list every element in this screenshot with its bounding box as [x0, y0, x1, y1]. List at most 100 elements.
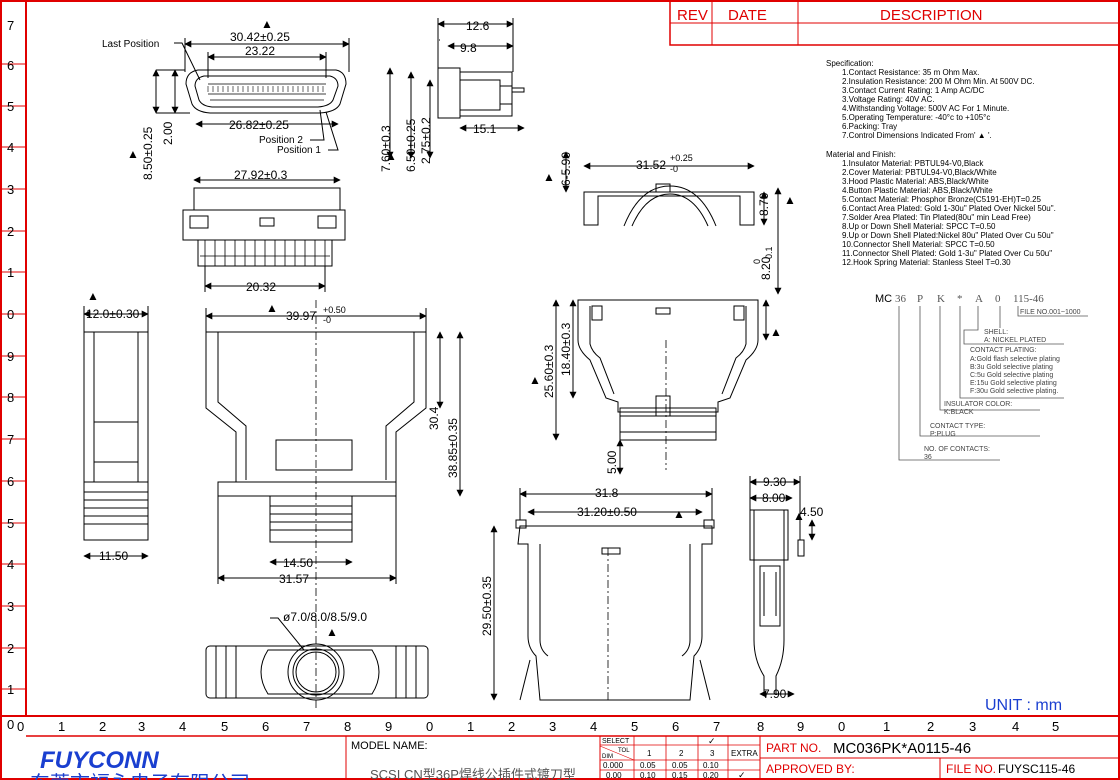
material-line: 8.Up or Down Shell Material: SPCC T=0.50	[842, 222, 996, 231]
spec-line: 4.Withstanding Voltage: 500V AC For 1 Mi…	[842, 104, 1009, 113]
control-dimension-marker: ▲	[784, 193, 796, 207]
dim-label: 39.97	[286, 309, 316, 323]
control-dimension-marker: ▲	[770, 325, 782, 339]
dim-label: 6.50±0.25	[404, 118, 418, 172]
spec-line: 7.Control Dimensions Indicated From' ▲ '…	[842, 131, 992, 140]
dim-label: 14.50	[283, 556, 313, 570]
ruler-bottom-label: 2	[508, 719, 515, 734]
specification-notes: Specification: 1.Contact Resistance: 35 …	[826, 59, 1056, 267]
ruler-left-label: 6	[7, 474, 14, 489]
part-code-segment: MC	[875, 293, 892, 305]
ruler-bottom-label: 1	[58, 719, 65, 734]
part-code-segment: P	[917, 293, 923, 305]
callout-label: Last Position	[102, 39, 159, 50]
spec-line: 1.Contact Resistance: 35 m Ohm Max.	[842, 68, 979, 77]
spec-line: 2.Insulation Resistance: 200 M Ohm Min. …	[842, 77, 1035, 86]
material-line: 10.Connector Shell Material: SPCC T=0.50	[842, 240, 995, 249]
code-shell-value: A: NICKEL PLATED	[984, 337, 1046, 344]
code-plating-option: B:3u Gold selective plating	[970, 364, 1053, 371]
tolerance-header: EXTRA	[731, 749, 758, 758]
side-view-top	[386, 18, 525, 159]
material-line: 6.Contact Area Plated: Gold 1-30u" Plate…	[842, 204, 1056, 213]
approved-by-label: APPROVED BY:	[766, 762, 855, 776]
ruler-bottom-label: 7	[713, 719, 720, 734]
hood-side-view	[83, 306, 149, 560]
dim-label: 29.50±0.35	[480, 576, 494, 636]
material-line: 1.Insulator Material: PBTUL94-V0,Black	[842, 159, 984, 168]
dim-label: 2.75±0.2	[419, 117, 433, 164]
spec-title: Specification:	[826, 59, 874, 68]
ruler-bottom-label: 1	[883, 719, 890, 734]
dim-label: 12.0±0.30	[86, 307, 140, 321]
connector-profile-view	[749, 476, 816, 698]
ruler-bottom-label: 4	[179, 719, 186, 734]
dim-label: 9.8	[460, 41, 477, 55]
ruler-left-label: 1	[7, 265, 14, 280]
tolerance-check: ✓	[738, 770, 746, 780]
ruler-bottom-label: 0	[17, 719, 24, 734]
shell-top-view	[562, 151, 782, 295]
company-name: 东莞市福永电子有限公司	[30, 772, 250, 780]
rev-header: REV	[677, 7, 708, 24]
model-name-value: SCSI CN型36P焊线公插件式镀刀型	[370, 767, 576, 780]
ruler-bottom-label: 3	[138, 719, 145, 734]
dim-label: 8.50±0.25	[141, 126, 155, 180]
control-dimension-marker: ▲	[673, 507, 685, 521]
ruler-left-label: 5	[7, 99, 14, 114]
description-header: DESCRIPTION	[880, 7, 983, 24]
part-code-segment: A	[975, 293, 983, 305]
material-line: 12.Hook Spring Material: Stanless Steel …	[842, 258, 1011, 267]
control-dimension-marker: ▲	[385, 149, 397, 163]
left-ruler: 7 6 5 4 3 2 1 0 9 8 7 6 5 4 3 2 1 0	[1, 18, 26, 732]
code-type-title: CONTACT TYPE:	[930, 423, 985, 430]
tolerance-header: 1	[647, 749, 652, 758]
spec-line: 3.Voltage Rating: 40V AC.	[842, 95, 935, 104]
callout-label: Position 1	[277, 145, 321, 156]
ruler-bottom-label: 9	[385, 719, 392, 734]
control-dimension-marker: ▲	[543, 170, 555, 184]
dim-label: 9.30	[763, 475, 787, 489]
hood-top-view	[205, 300, 464, 710]
dim-label: 6-5.90	[559, 152, 573, 186]
spec-line: 6.Packing: Tray	[842, 122, 897, 131]
dim-label: 30.42±0.25	[230, 30, 290, 44]
control-dimension-marker: ▲	[87, 289, 99, 303]
dim-label: 31.20±0.50	[577, 505, 637, 519]
ruler-left-label: 4	[7, 140, 14, 155]
ruler-bottom-label: 1	[467, 719, 474, 734]
part-code-breakdown: MC 36 P K * A 0 115-46 FILE NO.001~1000 …	[875, 293, 1088, 461]
ruler-left-label: 8	[7, 390, 14, 405]
dim-tolerance: +0.50	[323, 305, 346, 315]
dim-label: 23.22	[245, 44, 275, 58]
dim-label: 30.4	[427, 406, 441, 430]
dim-tolerance: 0	[752, 259, 762, 264]
ruler-bottom-label: 5	[221, 719, 228, 734]
spec-line: 3.Contact Current Rating: 1 Amp AC/DC	[842, 86, 985, 95]
brand-logo: FUYCONN	[40, 747, 159, 774]
code-contacts-value: 36	[924, 454, 932, 461]
tolerance-cell: 0.20	[703, 771, 719, 780]
ruler-left-label: 3	[7, 599, 14, 614]
cable-end-view	[205, 617, 429, 701]
tolerance-corner: DIM	[602, 754, 613, 760]
part-code-segment: 115-46	[1013, 293, 1044, 305]
spec-line: 5.Operating Temperature: -40°c to +105°c	[842, 113, 990, 122]
date-header: DATE	[728, 7, 767, 24]
ruler-bottom-label: 3	[969, 719, 976, 734]
dim-label: 20.32	[246, 280, 276, 294]
tolerance-cell: 0.10	[640, 771, 656, 780]
dim-label: 2.00	[161, 121, 175, 145]
tolerance-cell: 0.00	[606, 771, 622, 780]
ruler-left-label: 5	[7, 516, 14, 531]
code-plating-title: CONTACT PLATING:	[970, 347, 1037, 354]
dim-label: 5.00	[605, 450, 619, 474]
ruler-bottom-label: 6	[672, 719, 679, 734]
control-dimension-marker: ▲	[326, 625, 338, 639]
dim-label: 7.90	[763, 687, 787, 701]
dim-label: 38.85±0.35	[446, 418, 460, 478]
ruler-bottom-label: 8	[757, 719, 764, 734]
dim-tolerance: -0.1	[764, 246, 774, 262]
material-line: 3.Hood Plastic Material: ABS,Black/White	[842, 177, 989, 186]
part-no-label: PART NO.	[766, 741, 821, 755]
